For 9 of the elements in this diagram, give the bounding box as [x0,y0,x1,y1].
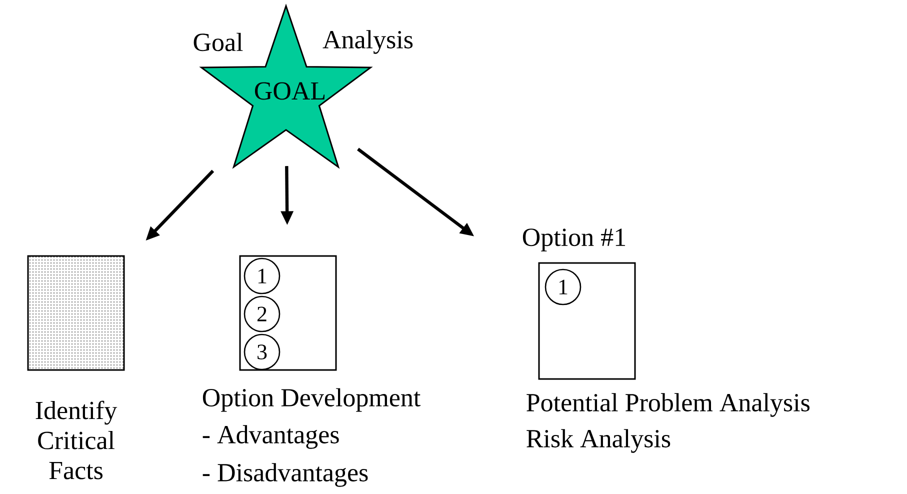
box [239,255,337,371]
dotted-box [27,255,125,371]
node-label: Risk Analysis [526,429,670,453]
node-label: Option Development [202,388,421,412]
node-label: Potential Problem Analysis [526,393,810,417]
node-label: - Disadvantages [202,463,368,487]
heading: Option #1 [522,228,626,252]
node-label: Identify Critical Facts [36,400,118,480]
node-label: - Advantages [202,425,339,449]
